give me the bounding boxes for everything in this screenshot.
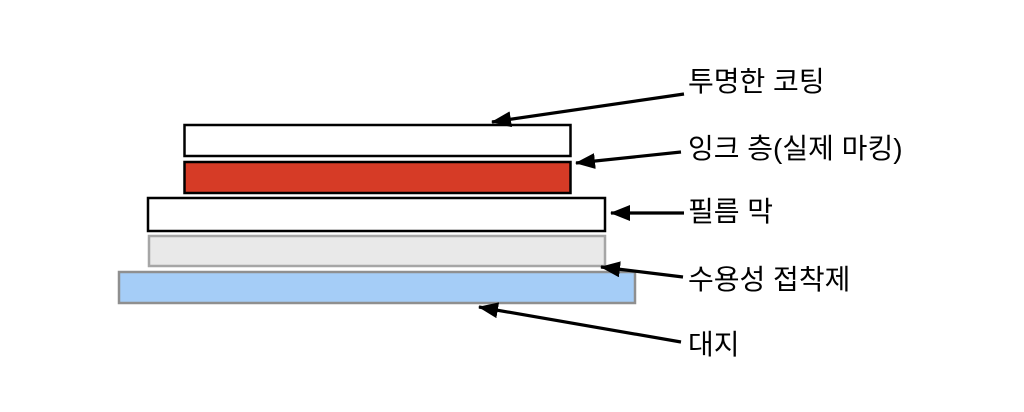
arrow-ink-layer [575,150,682,169]
label-transparent-coating: 투명한 코팅 [688,66,825,97]
arrow-adhesive [600,261,684,279]
label-adhesive: 수용성 접착제 [688,264,850,295]
layer-adhesive [147,234,607,268]
label-ink-layer: 잉크 층(실제 마킹) [688,133,903,164]
layer-backing-sheet [117,270,637,305]
label-film-membrane: 필름 막 [688,196,773,227]
arrow-backing-sheet [478,302,682,344]
layer-transparent-coating [183,123,572,158]
arrow-transparent-coating [491,92,685,128]
layer-film-membrane [146,196,607,233]
label-backing-sheet: 대지 [688,329,740,360]
layer-ink [183,160,572,195]
